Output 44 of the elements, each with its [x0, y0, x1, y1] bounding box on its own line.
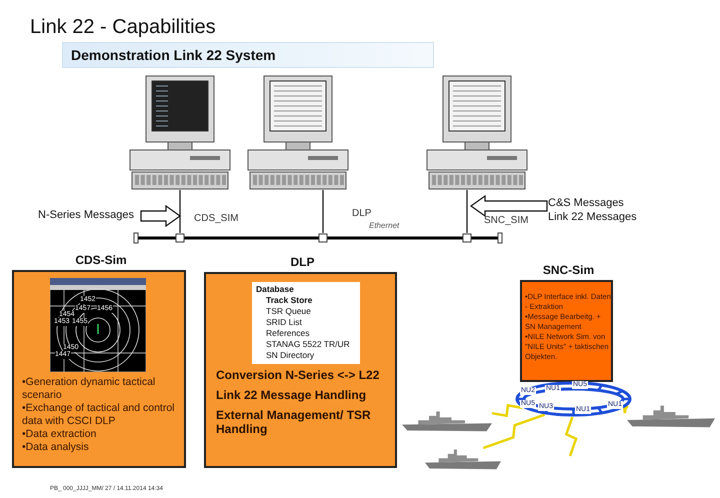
- database-item: SN Directory: [266, 350, 316, 361]
- database-item: TSR Queue: [266, 306, 312, 317]
- station-label: CDS_SIM: [194, 213, 238, 225]
- panel-heading: CDS-Sim: [74, 253, 128, 267]
- panel-heading: DLP: [290, 255, 316, 269]
- function-text: Link 22 Message Handling: [216, 388, 368, 402]
- ship-drawing: [627, 404, 715, 428]
- computer-drawing: [246, 76, 350, 190]
- connector-line: [322, 190, 324, 233]
- computer-drawing: [425, 76, 529, 190]
- ethernet-bus: [134, 233, 502, 243]
- block-arrow: [470, 194, 548, 218]
- panel-heading: SNC-Sim: [542, 263, 596, 277]
- function-text: Conversion N-Series <-> L22: [216, 368, 380, 382]
- connector-line: [466, 190, 468, 233]
- bullet-text: •Data analysis: [22, 441, 90, 454]
- radio-link: [492, 404, 523, 418]
- bullet-text: •Data extraction: [22, 428, 98, 441]
- network-label: Ethernet: [369, 221, 400, 230]
- bullet-text: •Generation dynamic tactical scenario: [22, 376, 156, 402]
- message-text: Link 22 Messages: [548, 210, 638, 224]
- block-arrow: [140, 204, 182, 228]
- database-item: STANAG 5522 TR/UR: [266, 339, 351, 350]
- radio-link: [564, 416, 578, 456]
- station-label: DLP: [352, 208, 372, 220]
- radar-screen-drawing: [50, 278, 146, 372]
- station-label: SNC_SIM: [484, 215, 528, 227]
- radio-link: [482, 413, 546, 450]
- database-item: References: [266, 328, 310, 339]
- ship-drawing: [402, 410, 492, 432]
- database-item: Track Store: [266, 295, 314, 306]
- database-item: SRID List: [266, 317, 303, 328]
- function-text: External Management/ TSR Handling: [216, 408, 372, 436]
- subtitle: Demonstration Link 22 System: [71, 47, 276, 63]
- message-text: N-Series Messages: [38, 208, 135, 222]
- subtitle-band: [62, 42, 434, 68]
- database-heading: Database: [256, 284, 295, 295]
- computer-drawing: [128, 76, 232, 190]
- slide-title: Link 22 - Capabilities: [30, 16, 216, 39]
- bullet-text: •Exchange of tactical and control data with CSCI DLP: [22, 402, 176, 428]
- connector-line: [179, 190, 181, 233]
- message-text: C&S Messages: [548, 196, 625, 210]
- database-box: [252, 282, 360, 364]
- ship-drawing: [425, 448, 501, 470]
